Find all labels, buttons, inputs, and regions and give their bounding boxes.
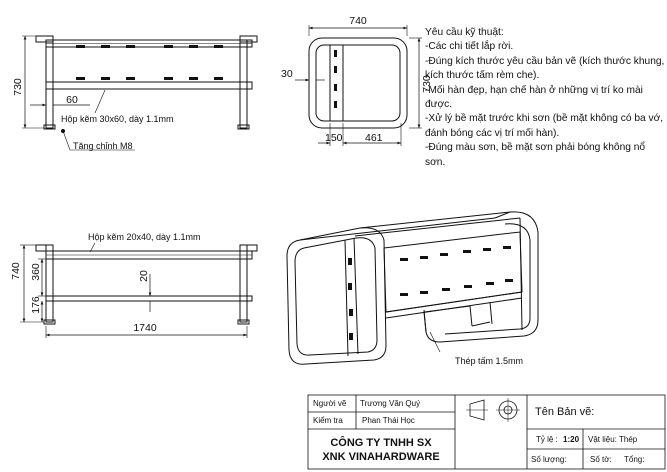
- side-view-labels: 740 730 30 150 461: [281, 15, 433, 144]
- front-view-labels: Hộp kẽm 20x40, dày 1.1mm 740 360 176 20 …: [10, 232, 201, 334]
- checked-by-name: Phan Thái Học: [362, 416, 415, 425]
- side-dim-461: 461: [365, 132, 383, 144]
- side-dim-150: 150: [325, 132, 343, 144]
- company-line1: CÔNG TY TNHH SX: [330, 436, 432, 449]
- sheet-label: Số tờ:: [590, 455, 612, 464]
- top-dim-60: 60: [66, 94, 78, 106]
- top-tube-label: Hộp kẽm 30x60, dày 1.1mm: [61, 114, 174, 124]
- requirement-item: -Đúng màu sơn, bề mặt sơn phải bóng khôn…: [425, 142, 646, 168]
- requirement-item: -Các chi tiết lắp rời.: [425, 41, 514, 53]
- middle-rail: [45, 81, 253, 90]
- checked-by-label: Kiểm tra: [313, 416, 343, 425]
- front-tube-label: Hộp kẽm 20x40, dày 1.1mm: [88, 232, 201, 242]
- title-block-text: Người vẽ Trương Văn Quý Kiểm tra Phan Th…: [313, 399, 644, 464]
- front-dim-1740: 1740: [133, 322, 157, 334]
- title-block: [307, 394, 666, 470]
- total-label: Tổng:: [624, 455, 644, 464]
- quantity-label: Số lượng:: [531, 455, 567, 464]
- material-label: Vật liệu: Thép: [588, 435, 638, 444]
- requirements-title: Yêu cầu kỹ thuật:: [425, 27, 504, 38]
- front-left-leg: [45, 244, 54, 323]
- iso-labels: Thép tấm 1.5mm: [455, 356, 523, 366]
- front-right-leg: [239, 244, 248, 323]
- iso-front-panel: [383, 231, 523, 313]
- iso-view: [286, 211, 539, 365]
- iso-right-frame: [423, 211, 539, 343]
- side-frame-inner: [315, 44, 401, 122]
- scale-label: Tỷ lệ :: [536, 435, 558, 444]
- front-dim-360: 360: [30, 263, 42, 281]
- drawn-by-label: Người vẽ: [313, 399, 347, 408]
- front-view: [20, 242, 258, 338]
- drawn-by-name: Trương Văn Quý: [360, 399, 420, 408]
- requirement-item: -Xử lý bề mặt trước khi sơn (bề mặt khôn…: [425, 113, 664, 139]
- front-mid-rail: [45, 295, 253, 302]
- iso-sheet-label: Thép tấm 1.5mm: [455, 356, 523, 366]
- side-dim-730: 730: [421, 75, 433, 93]
- side-dim-740: 740: [349, 15, 367, 27]
- front-dim-176: 176: [30, 296, 42, 314]
- front-dim-20: 20: [138, 270, 150, 282]
- technical-requirements: Yêu cầu kỹ thuật: -Các chi tiết lắp rời.…: [425, 26, 665, 170]
- left-leg: [45, 39, 54, 129]
- scale-value: 1:20: [563, 435, 580, 444]
- requirement-item: -Đúng kích thước yêu cầu bản vẽ (kích th…: [425, 55, 665, 82]
- top-view: [22, 35, 258, 151]
- top-dim-730: 730: [12, 78, 24, 96]
- company-line2: XNK VINAHARDWARE: [322, 451, 439, 463]
- side-frame-outer: [308, 37, 408, 129]
- side-dim-30: 30: [281, 68, 293, 80]
- top-slots: [76, 45, 223, 80]
- iso-left-frame-outer: [286, 227, 387, 365]
- top-view-labels: 730 60 Hộp kẽm 30x60, dày 1.1mm Tăng chỉ…: [12, 78, 174, 151]
- requirement-item: -Mối hàn đẹp, hạn chế hàn ở những vị trí…: [425, 84, 643, 111]
- top-leveler-label: Tăng chỉnh M8: [73, 141, 133, 151]
- iso-left-frame-inner: [294, 237, 378, 356]
- side-slots: [334, 50, 337, 108]
- drawing-name-label: Tên Bản vẽ:: [535, 406, 594, 418]
- right-leg: [239, 39, 248, 129]
- front-dim-740: 740: [10, 262, 22, 280]
- side-view: [295, 25, 422, 146]
- iso-slots: [400, 246, 513, 296]
